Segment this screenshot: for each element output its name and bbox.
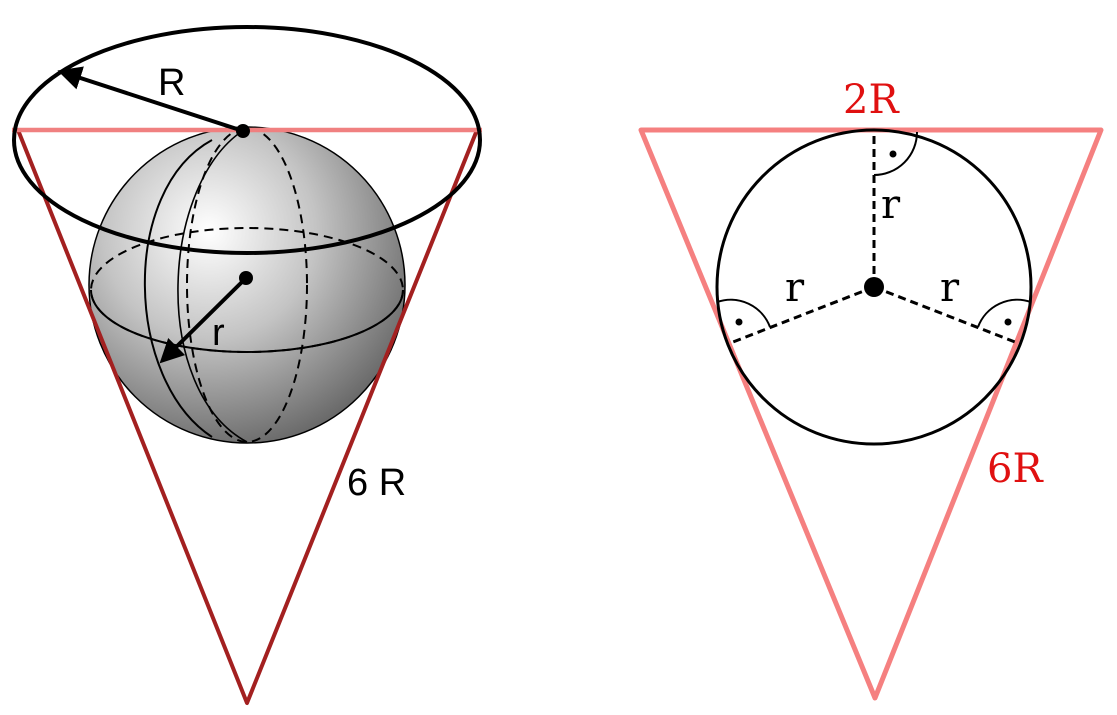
right-angle-mark-left	[716, 298, 771, 328]
radius-R-arrow	[57, 66, 244, 133]
inscribed-circle	[715, 128, 1033, 446]
sphere	[88, 126, 406, 444]
sphere-meridian	[186, 127, 308, 443]
right-figure: r r r 2R 6R	[638, 77, 1104, 701]
right-angle-mark-right	[977, 298, 1032, 328]
triangle	[638, 127, 1104, 701]
label-r-small: r	[212, 312, 225, 354]
label-r-right: r	[940, 265, 960, 311]
label-r-top: r	[881, 182, 901, 228]
label-6R-left: 6 R	[347, 462, 406, 504]
radius-r-arrow	[159, 276, 248, 364]
label-6R-right: 6R	[987, 446, 1044, 492]
label-2R: 2R	[843, 77, 900, 123]
right-angle-mark-top	[873, 131, 918, 176]
label-r-left: r	[785, 265, 805, 311]
top-circle	[12, 25, 482, 255]
left-figure: R r 6 R	[12, 25, 482, 705]
label-R: R	[158, 62, 185, 104]
